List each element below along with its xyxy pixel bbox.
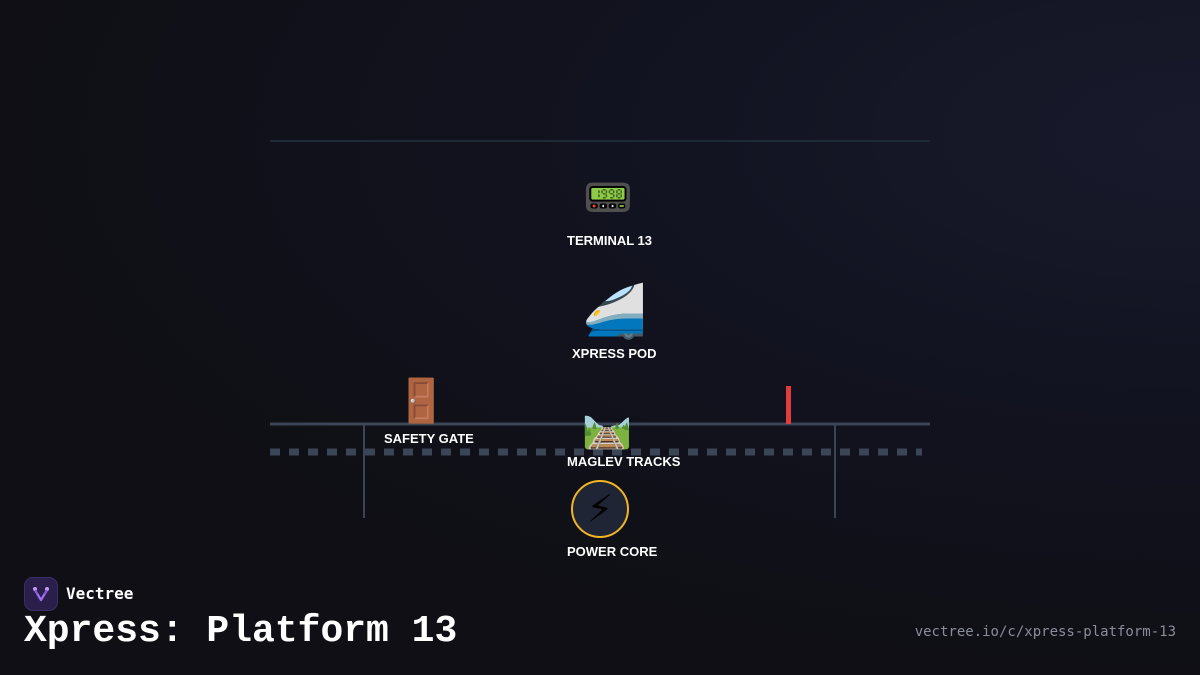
gate-label: SAFETY GATE <box>384 431 474 446</box>
source-url[interactable]: vectree.io/c/xpress-platform-13 <box>914 624 1176 640</box>
vectree-logo-glyph <box>33 587 49 602</box>
railway-track-icon: 🛤️ <box>582 405 632 451</box>
pager-icon: 📟 <box>583 175 633 221</box>
tracks-label: MAGLEV TRACKS <box>567 454 681 469</box>
brand-name: Vectree <box>66 584 134 603</box>
power-core-badge: ⚡ <box>571 480 629 538</box>
lightning-bolt-icon: ⚡ <box>586 487 614 531</box>
bullet-train-icon: 🚄 <box>582 282 647 342</box>
pod-label: XPRESS POD <box>572 346 657 361</box>
terminal-label: TERMINAL 13 <box>567 233 652 248</box>
power-label: POWER CORE <box>567 544 658 559</box>
signal-post <box>786 386 791 424</box>
door-icon: 🚪 <box>395 376 448 425</box>
vectree-logo-icon <box>24 577 58 611</box>
page-title: Xpress: Platform 13 <box>24 610 458 653</box>
